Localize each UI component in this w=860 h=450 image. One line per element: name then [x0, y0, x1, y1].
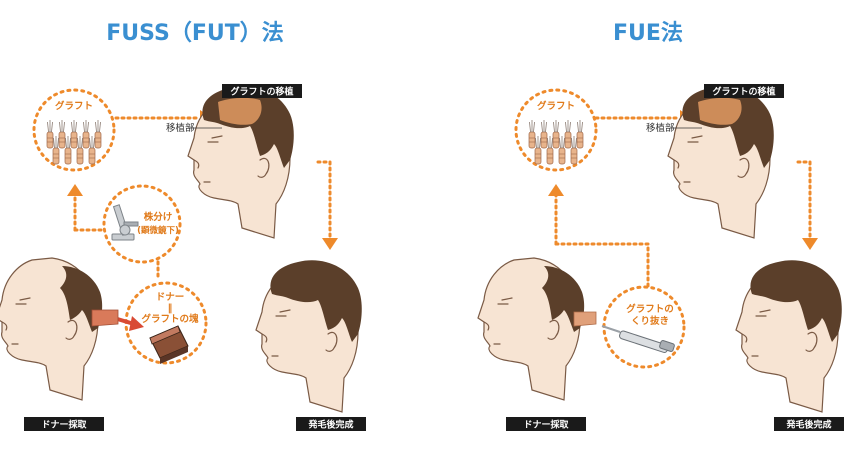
punch-circle: [604, 287, 684, 367]
fue-panel: グラフト グラフトの くり抜き 移植部: [478, 84, 844, 431]
donor-head-fue: [478, 258, 596, 400]
donor-label-line2: ‖: [168, 303, 173, 314]
arrow-up-icon: [67, 184, 83, 196]
connector-line: [318, 162, 330, 240]
complete-head-fuss: [256, 260, 362, 412]
tag-hair-complete-text: 発毛後完成: [785, 419, 831, 431]
connector-line: [798, 162, 810, 240]
tag-graft-transplant-text: グラフトの移植: [712, 86, 775, 98]
transplant-head-fue: [668, 86, 774, 238]
complete-head-fue: [736, 260, 842, 412]
punch-label-line2: くり抜き: [631, 315, 669, 327]
punch-label-line1: グラフトの: [626, 303, 674, 315]
fuss-panel: グラフト 株分け (顕微鏡下) ドナー ‖ グラフトの塊: [0, 84, 366, 431]
arrow-down-icon: [802, 238, 818, 250]
split-label-line2: (顕微鏡下): [137, 225, 179, 236]
split-label-line1: 株分け: [144, 211, 173, 223]
tag-donor-harvest-text: ドナー採取: [41, 419, 87, 431]
donor-label-line3: グラフトの塊: [141, 313, 199, 325]
donor-head-fuss: [0, 258, 118, 400]
arrow-down-icon: [322, 238, 338, 250]
tag-hair-complete-text: 発毛後完成: [307, 419, 353, 431]
graft-label: グラフト: [537, 100, 575, 112]
transplant-site-label: 移植部: [646, 122, 675, 134]
fuss-title: FUSS（FUT）法: [106, 21, 284, 46]
tag-donor-harvest-text: ドナー採取: [523, 419, 569, 431]
fue-title: FUE法: [613, 21, 683, 46]
graft-label: グラフト: [55, 100, 93, 112]
arrow-up-icon: [548, 184, 564, 196]
transplant-site-label: 移植部: [166, 122, 195, 134]
tag-graft-transplant-text: グラフトの移植: [230, 86, 293, 98]
donor-label-line1: ドナー: [156, 292, 185, 303]
microscope-circle: [104, 186, 180, 262]
transplant-head-fuss: [188, 86, 294, 238]
